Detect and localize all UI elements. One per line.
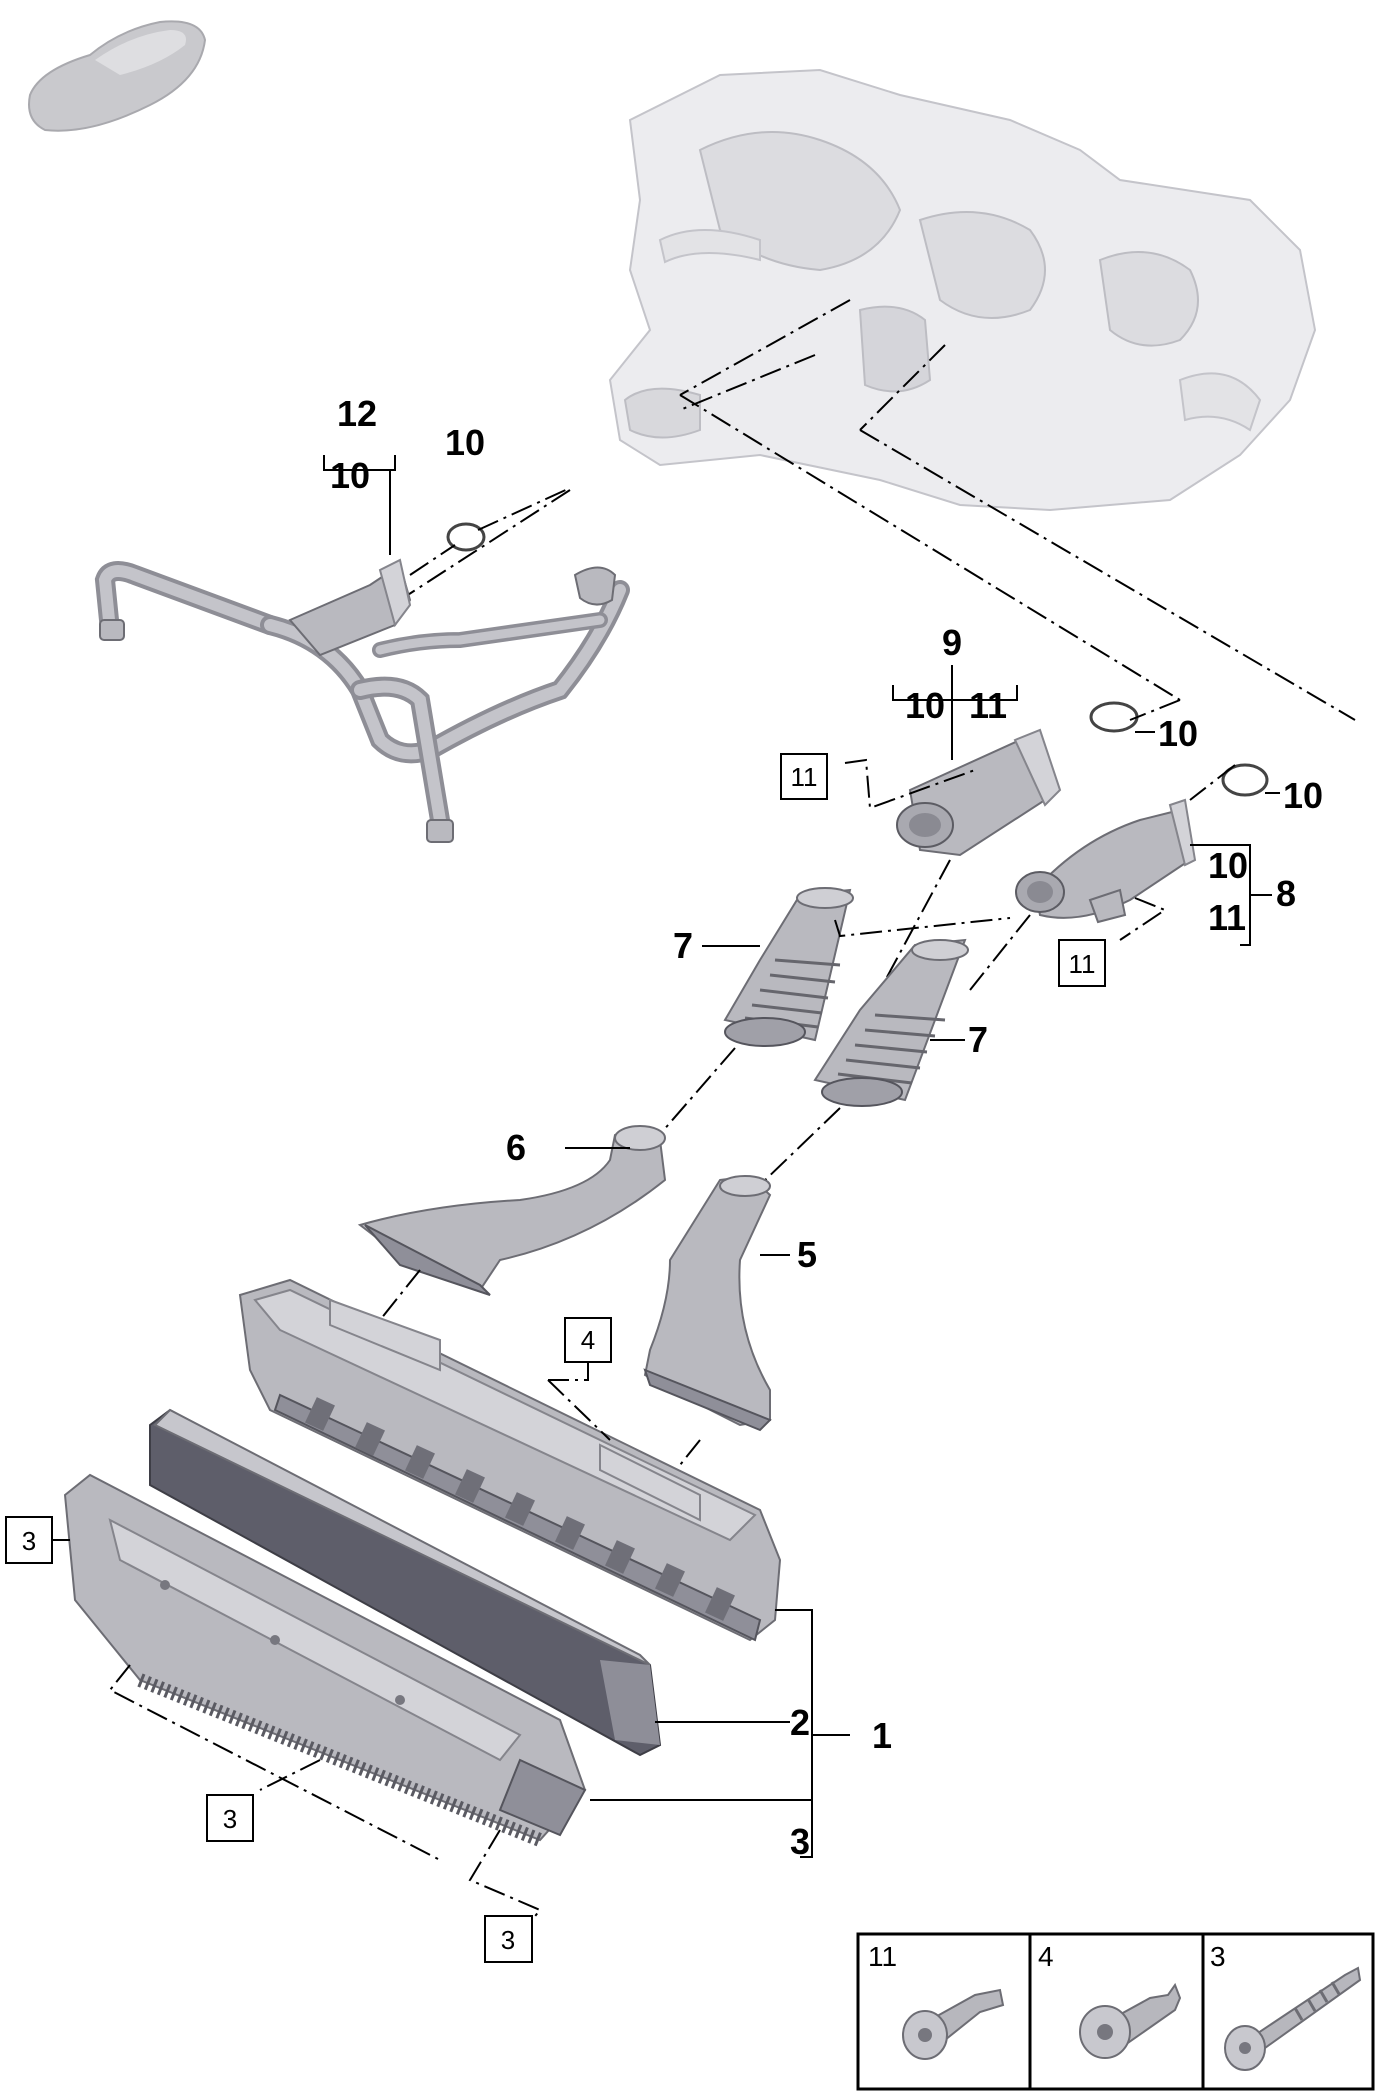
o-ring-seal-part [446, 522, 486, 552]
callout-9-sub-11: 11 [969, 685, 1007, 726]
screw-3-icon [1224, 1966, 1362, 2071]
boxed-callout-3-bottom: 3 [484, 1915, 533, 1963]
intake-elbow-8-part [1015, 798, 1197, 924]
callout-7-a: 7 [673, 925, 693, 966]
legend-label-4: 4 [1038, 1941, 1054, 1972]
leader-lines [323, 455, 1280, 1858]
filter-element-part [149, 1408, 662, 1757]
legend-label-11: 11 [868, 1941, 897, 1972]
boxed-callout-11-left: 11 [780, 753, 828, 800]
svg-text:3: 3 [223, 1804, 237, 1834]
svg-text:3: 3 [501, 1925, 515, 1955]
engine-illustration [608, 68, 1317, 512]
boxed-callout-3-mid: 3 [206, 1794, 254, 1842]
callout-7-b: 7 [968, 1019, 988, 1060]
intake-elbow-9-part [896, 728, 1062, 857]
o-ring-seal-part [1089, 701, 1139, 733]
callout-9: 9 [942, 622, 962, 663]
callout-8-sub-10: 10 [1208, 845, 1248, 886]
boxed-callout-11-right: 11 [1058, 939, 1106, 987]
o-ring-seal-part [1221, 763, 1269, 797]
svg-text:3: 3 [22, 1526, 36, 1556]
callout-9-sub-10: 10 [905, 685, 945, 726]
vehicle-thumbnail-icon [28, 20, 207, 132]
svg-text:11: 11 [791, 762, 818, 792]
air-filter-housing-part [238, 1278, 782, 1642]
air-duct-6-part [357, 1125, 667, 1296]
fastener-legend: 11 4 3 [856, 1932, 1375, 2091]
callout-10-top: 10 [445, 422, 485, 463]
air-duct-5-part [643, 1175, 772, 1432]
breather-pipe-part [94, 558, 630, 843]
svg-text:11: 11 [1069, 949, 1096, 979]
callout-10-b: 10 [1283, 775, 1323, 816]
engine-guide-lines [399, 299, 1356, 721]
svg-text:4: 4 [581, 1325, 595, 1355]
callout-2: 2 [790, 1702, 810, 1743]
boxed-callout-4: 4 [564, 1317, 612, 1363]
part-number-callouts: 12 10 10 9 10 11 10 10 10 11 8 7 7 6 5 2… [330, 393, 1323, 1862]
lower-housing-part [63, 1473, 587, 1847]
boxed-callout-3-left: 3 [5, 1516, 53, 1564]
callout-6: 6 [506, 1127, 526, 1168]
screw-4-icon [1079, 1982, 1182, 2059]
legend-label-3: 3 [1210, 1941, 1226, 1972]
callout-1: 1 [872, 1715, 892, 1756]
callout-8-sub-11: 11 [1208, 897, 1246, 938]
callout-12: 12 [337, 393, 377, 434]
bellows-hose-7-part [723, 887, 854, 1047]
callout-8: 8 [1276, 873, 1296, 914]
callout-12-sub-10: 10 [330, 455, 370, 496]
callout-5: 5 [797, 1234, 817, 1275]
screw-11-icon [902, 1988, 1005, 2060]
bellows-hose-7-part [813, 938, 969, 1107]
callout-10-a: 10 [1158, 713, 1198, 754]
callout-3: 3 [790, 1821, 810, 1862]
boxed-callouts: 4 11 11 3 3 3 [5, 753, 1106, 1963]
